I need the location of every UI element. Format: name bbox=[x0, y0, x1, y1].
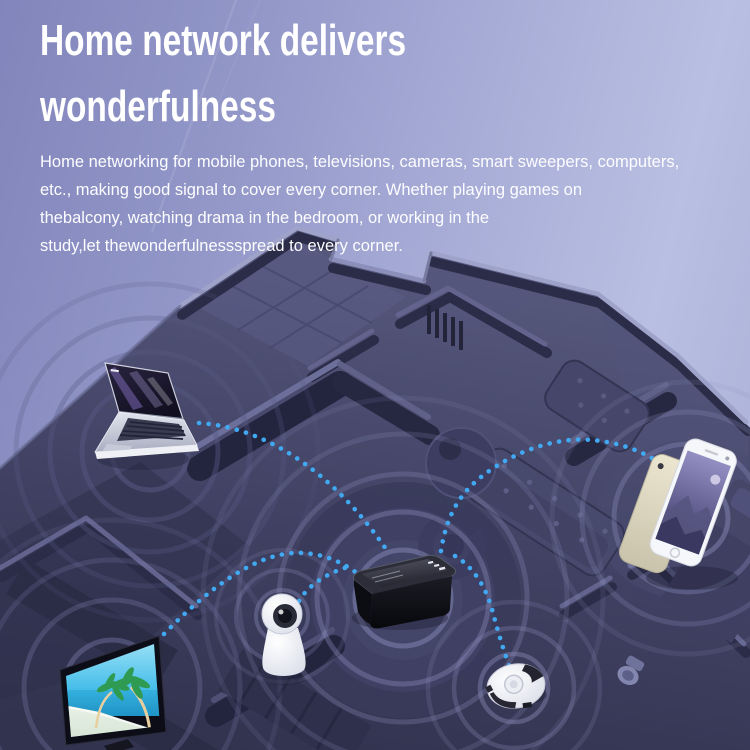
sweeper-tab bbox=[522, 702, 533, 709]
tall-wall-shadow bbox=[332, 372, 440, 445]
interior-wall-tops bbox=[0, 285, 747, 647]
wifi-ripples bbox=[0, 281, 750, 750]
headline-line-2: wonderfulness bbox=[40, 82, 276, 131]
router-side bbox=[354, 580, 372, 624]
phone-shadow bbox=[646, 566, 738, 590]
description: Home networking for mobile phones, telev… bbox=[40, 148, 730, 260]
television-device bbox=[59, 635, 167, 750]
wifi-ripples-vacuum bbox=[425, 599, 603, 750]
wifi-router-device bbox=[352, 554, 457, 630]
router-display-icons bbox=[428, 560, 446, 571]
robot-sweeper-device bbox=[485, 663, 547, 709]
phone-front-camera bbox=[725, 456, 730, 461]
phone-home-button bbox=[669, 547, 681, 558]
sweeper-dark-panel bbox=[521, 664, 544, 683]
headline: Home network delivers wonderfulness bbox=[40, 8, 730, 140]
router-front bbox=[370, 576, 452, 629]
floor-tile-lines bbox=[231, 265, 373, 349]
room-floor-livingroom bbox=[0, 462, 250, 700]
description-line: Home networking for mobile phones, telev… bbox=[40, 153, 680, 171]
sweeper-bottom-edge bbox=[489, 692, 517, 709]
camera-shadow bbox=[263, 675, 305, 685]
tv-stand bbox=[104, 739, 134, 750]
sweeper-notch bbox=[485, 684, 494, 693]
copy-block: Home network delivers wonderfulness Home… bbox=[40, 8, 730, 260]
link-camera-to-router bbox=[296, 563, 355, 604]
description-line: etc., making good signal to cover every … bbox=[40, 181, 583, 199]
link-router-to-smartphone bbox=[438, 437, 671, 554]
outer-wall-tops bbox=[0, 225, 749, 470]
light-streak bbox=[207, 0, 261, 129]
closet-slats bbox=[427, 305, 463, 350]
phone-back-camera bbox=[657, 463, 664, 470]
phone-wallpaper-foreground bbox=[655, 516, 705, 555]
laptop-wallpaper bbox=[109, 367, 173, 410]
laptop-key-rows bbox=[119, 421, 186, 440]
tall-wall-top bbox=[337, 361, 431, 420]
router-display-text bbox=[371, 570, 404, 583]
light-streak bbox=[150, 0, 238, 233]
tall-wall-shadow bbox=[187, 371, 353, 481]
kitchen-counter bbox=[218, 648, 372, 750]
network-links bbox=[161, 420, 671, 671]
sweeper-button-center bbox=[509, 680, 518, 689]
palm-tree bbox=[110, 667, 151, 699]
phone-front bbox=[649, 438, 737, 567]
camera-body bbox=[262, 628, 306, 676]
security-camera-device bbox=[261, 593, 306, 685]
sofa-small bbox=[544, 359, 650, 453]
headline-line-1: Home network delivers bbox=[40, 16, 407, 65]
toilet bbox=[617, 655, 645, 686]
smartphone-device bbox=[618, 438, 738, 590]
phone-wallpaper-moon bbox=[710, 474, 721, 485]
tall-wall-top bbox=[195, 359, 341, 449]
camera-lens-glint bbox=[278, 609, 284, 615]
description-line: thebalcony, watching drama in the bedroo… bbox=[40, 209, 490, 227]
plant bbox=[439, 438, 461, 460]
description-line: study,let thewonderfulnessspread to ever… bbox=[40, 237, 403, 255]
laptop-front-edge bbox=[95, 445, 199, 459]
link-router-to-sweeper bbox=[452, 553, 513, 671]
laptop-device bbox=[94, 362, 199, 470]
phone-speaker bbox=[704, 449, 719, 456]
